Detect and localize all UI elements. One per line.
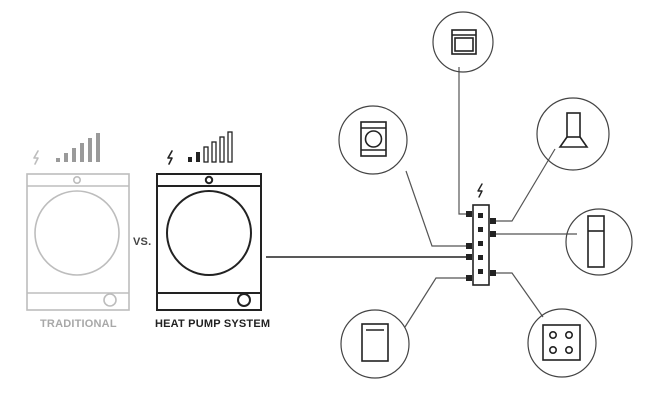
refrigerator-icon (587, 215, 605, 268)
appliance-cables (404, 67, 577, 328)
power-strip-icon (466, 183, 496, 286)
dishwasher-icon (361, 323, 389, 362)
heat-pump-label: HEAT PUMP SYSTEM (155, 318, 271, 330)
appliance-range-hood (536, 97, 610, 171)
appliance-oven (432, 11, 494, 73)
appliance-washer (338, 105, 408, 175)
range-hood-icon (558, 112, 589, 148)
appliance-fridge (565, 208, 633, 276)
appliance-cooktop (527, 308, 597, 378)
vs-label: VS. (133, 236, 152, 248)
heat-pump-group (156, 131, 262, 311)
energy-bars-icon (188, 131, 233, 163)
lightning-bolt-icon (167, 150, 173, 165)
energy-bars-icon (56, 133, 100, 162)
washing-machine-icon (360, 121, 387, 157)
traditional-dryer-icon (26, 173, 130, 311)
oven-icon (451, 29, 477, 55)
lightning-bolt-icon (33, 150, 39, 165)
heat-pump-dryer-icon (156, 173, 262, 311)
traditional-label: TRADITIONAL (40, 318, 117, 330)
appliance-dishwasher (340, 309, 410, 379)
cooktop-icon (542, 324, 581, 361)
traditional-group (26, 133, 130, 311)
